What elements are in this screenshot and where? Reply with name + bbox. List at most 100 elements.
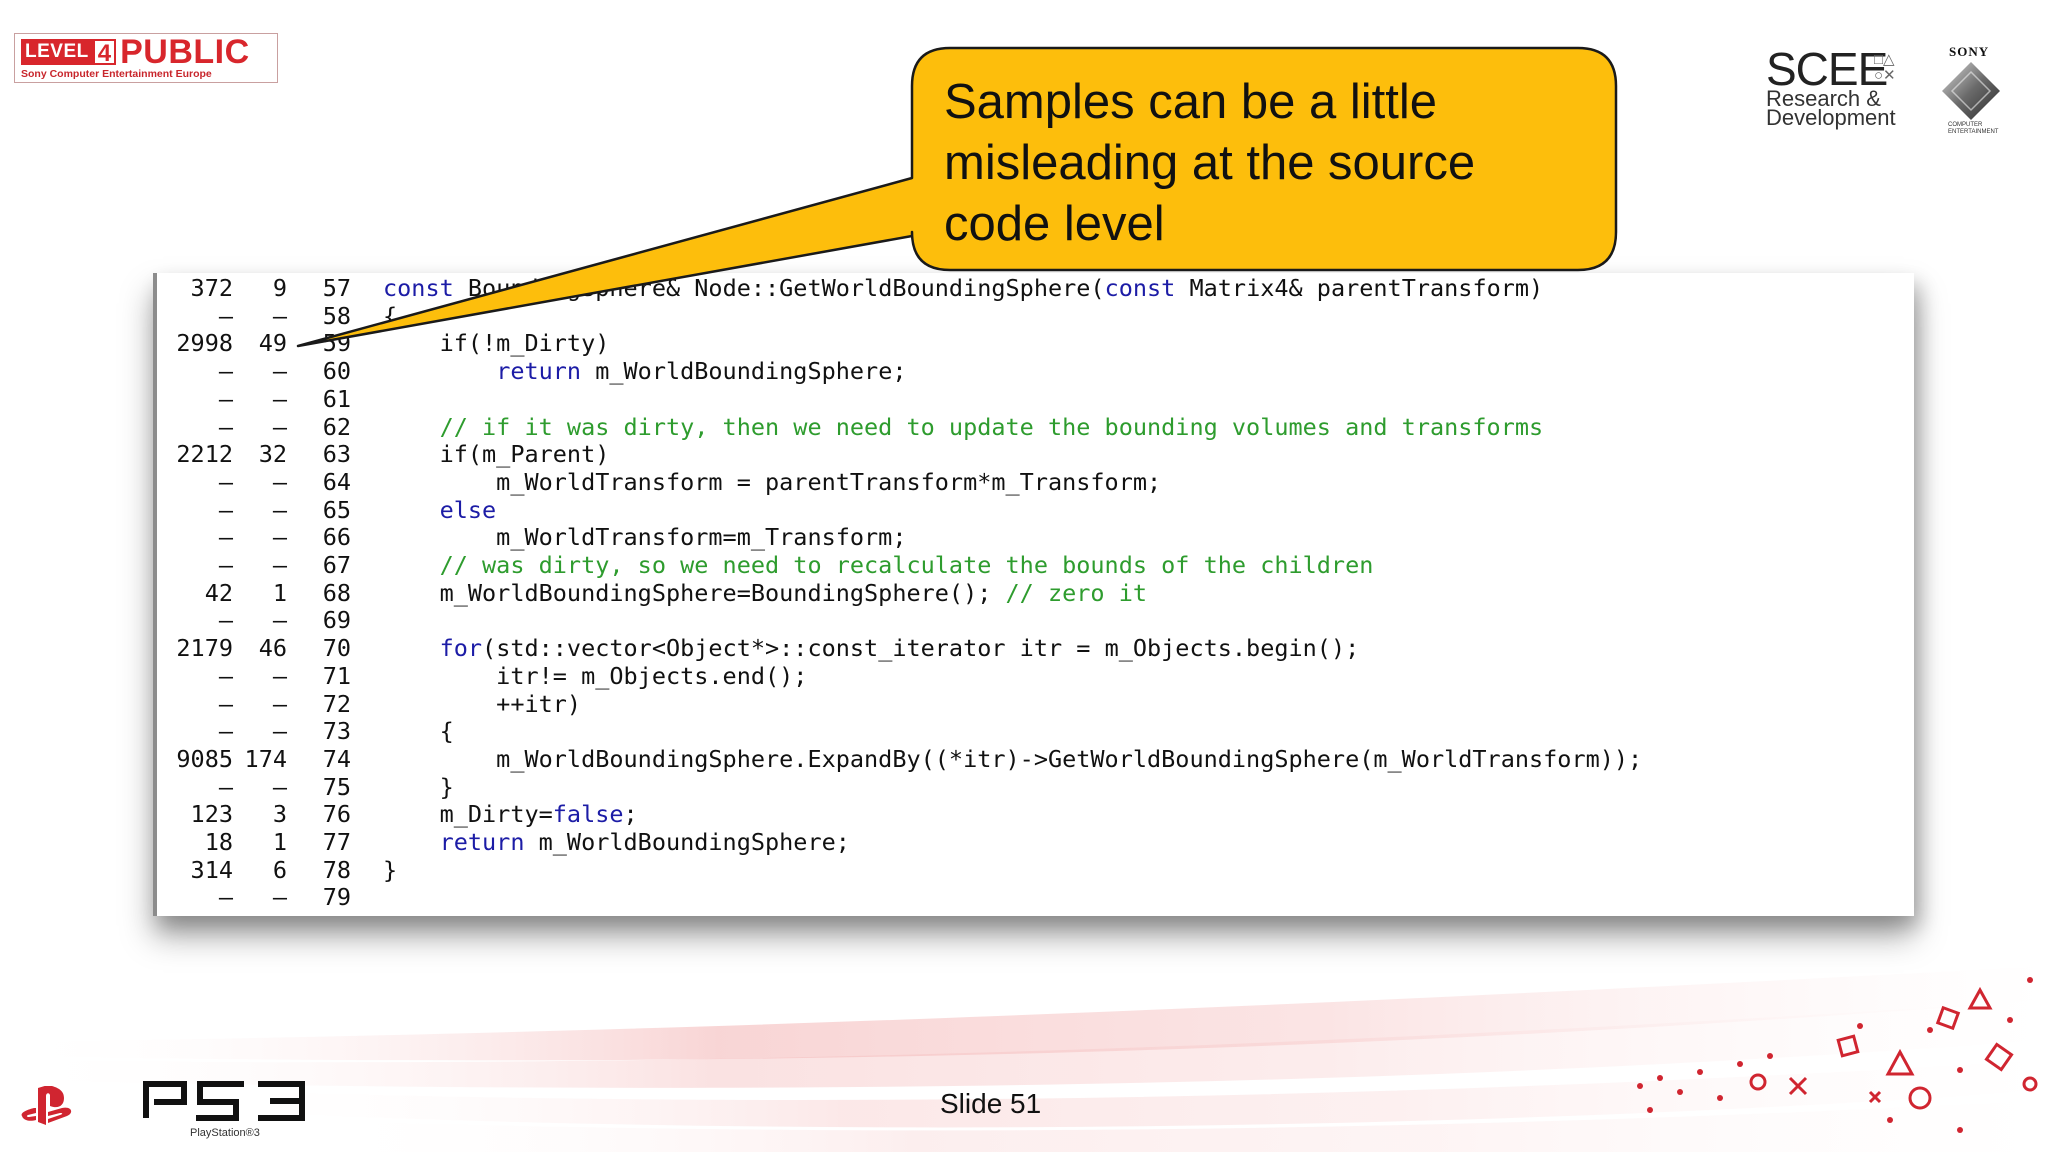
sample-percent: – xyxy=(272,717,287,746)
sample-count: 18 xyxy=(204,828,233,856)
source-text: return m_WorldBoundingSphere; xyxy=(383,828,850,857)
sony-diamond-icon xyxy=(1942,62,2000,120)
sample-count: 42 xyxy=(204,578,233,607)
source-code-panel: 3 72 9 57 const BoundingSphere& Node::GetWor… xyxy=(153,273,1914,916)
line-number: 60 xyxy=(322,357,351,386)
code-token: m_WorldBoundingSphere.ExpandBy((*itr)->G… xyxy=(383,744,1643,773)
code-line: ––72 ++itr) xyxy=(157,689,1914,719)
sample-count: – xyxy=(218,772,233,801)
sample-percent: – xyxy=(272,772,287,801)
code-line: ––64 m_WorldTransform = parentTransform*… xyxy=(157,467,1914,497)
code-line: 2179 46 70 for(std::vector<Object*>::const… xyxy=(157,634,1914,663)
sample-percent: – xyxy=(272,357,287,386)
sample-count: – xyxy=(218,606,233,635)
public-word: PUBLIC xyxy=(120,33,250,71)
code-token: m_WorldTransform=m_Transform; xyxy=(383,523,907,552)
code-keyword: for xyxy=(439,634,483,663)
line-number: 59 xyxy=(322,329,351,358)
code-line: ––60 return m_WorldBoundingSphere; xyxy=(157,357,1914,386)
sample-percent: 3 xyxy=(272,800,287,829)
line-number: 74 xyxy=(322,744,351,773)
code-token xyxy=(383,634,440,662)
level-word: LEVEL xyxy=(21,39,93,65)
level-number: 4 xyxy=(92,39,117,67)
code-token xyxy=(383,357,496,385)
code-line: ––69 xyxy=(157,607,1914,635)
sample-percent: – xyxy=(272,689,287,718)
line-number: 63 xyxy=(322,440,351,469)
code-keyword: const xyxy=(383,274,454,302)
code-token: { xyxy=(383,301,398,330)
sample-count: 2212 xyxy=(176,440,233,469)
line-number: 78 xyxy=(322,855,351,884)
line-number: 57 xyxy=(322,274,351,302)
code-token: BoundingSphere& Node::GetWorldBoundingSp… xyxy=(453,274,1105,302)
sample-count: – xyxy=(218,523,233,552)
sample-percent: – xyxy=(272,495,287,524)
sample-count: – xyxy=(218,551,233,579)
code-line: ––66 m_WorldTransform=m_Transform; xyxy=(157,523,1914,552)
code-token: itr!= m_Objects.end(); xyxy=(383,661,808,690)
source-text: for(std::vector<Object*>::const_iterator… xyxy=(383,634,1360,663)
sample-percent: 1 xyxy=(272,578,287,607)
line-number: 72 xyxy=(322,689,351,718)
line-number: 61 xyxy=(322,384,351,413)
code-comment: // was dirty, so we need to recalculate … xyxy=(383,551,1374,579)
code-line: ––67 // was dirty, so we need to recalcu… xyxy=(157,551,1914,580)
code-line: ––58{ xyxy=(157,301,1914,331)
footer-decoration xyxy=(0,966,2048,1152)
code-token: m_Dirty= xyxy=(383,800,553,829)
sample-count: – xyxy=(218,357,233,386)
scee-logo: SCEE □△○✕ Research & Development xyxy=(1762,46,1926,131)
sample-percent: – xyxy=(272,301,287,330)
line-number: 70 xyxy=(322,634,351,663)
sample-count: – xyxy=(218,661,233,690)
sample-percent: 49 xyxy=(258,329,287,358)
ps3-logo-icon xyxy=(143,1081,305,1121)
sample-count: 123 xyxy=(190,800,233,829)
sample-count: – xyxy=(218,495,233,524)
code-token: (std::vector<Object*>::const_iterator it… xyxy=(482,634,1360,663)
playstation-shapes-icon: □△○✕ xyxy=(1874,51,1896,84)
sample-count: – xyxy=(218,384,233,413)
code-line: ––65 else xyxy=(157,495,1914,525)
source-text: // if it was dirty, then we need to upda… xyxy=(383,412,1544,442)
line-number: 66 xyxy=(322,523,351,552)
sony-word: SONY xyxy=(1949,44,1990,59)
line-number: 62 xyxy=(322,412,351,441)
sony-tagline: COMPUTER ENTERTAINMENT xyxy=(1948,122,1999,135)
sample-percent: 6 xyxy=(272,855,287,884)
line-number: 69 xyxy=(322,606,351,635)
ps3-subtitle: PlayStation®3 xyxy=(190,1127,260,1139)
source-text: m_WorldBoundingSphere.ExpandBy((*itr)->G… xyxy=(383,744,1643,774)
sample-percent: 174 xyxy=(244,744,287,773)
code-keyword: const xyxy=(1104,274,1176,302)
sample-percent: – xyxy=(272,467,287,496)
sample-count: – xyxy=(218,301,233,330)
level4-subtitle: Sony Computer Entertainment Europe xyxy=(21,68,212,80)
sample-percent: 46 xyxy=(258,634,287,663)
sample-percent: 9 xyxy=(272,274,287,302)
code-token: { xyxy=(383,717,454,746)
line-number: 68 xyxy=(322,578,351,607)
sample-count: 2179 xyxy=(176,634,233,663)
code-token: m_WorldBoundingSphere=BoundingSphere(); xyxy=(383,578,1006,607)
code-line: ––79 xyxy=(157,884,1914,912)
code-token: m_WorldBoundingSphere; xyxy=(524,828,850,856)
callout-text: Samples can be a little misleading at th… xyxy=(944,75,1476,251)
sample-count: – xyxy=(218,689,233,718)
sony-logo: SONY COMPUTER ENTERTAINMENT xyxy=(1936,44,2006,136)
sample-count: – xyxy=(218,883,233,912)
code-keyword: else xyxy=(439,495,497,524)
source-text: } xyxy=(383,856,397,885)
code-comment: // if it was dirty, then we need to upda… xyxy=(383,412,1544,441)
code-line: ––71 itr!= m_Objects.end(); xyxy=(157,661,1914,691)
sample-percent: – xyxy=(272,661,287,690)
line-number: 64 xyxy=(322,467,351,496)
sample-percent: 32 xyxy=(258,440,287,469)
sample-percent: – xyxy=(272,883,287,912)
